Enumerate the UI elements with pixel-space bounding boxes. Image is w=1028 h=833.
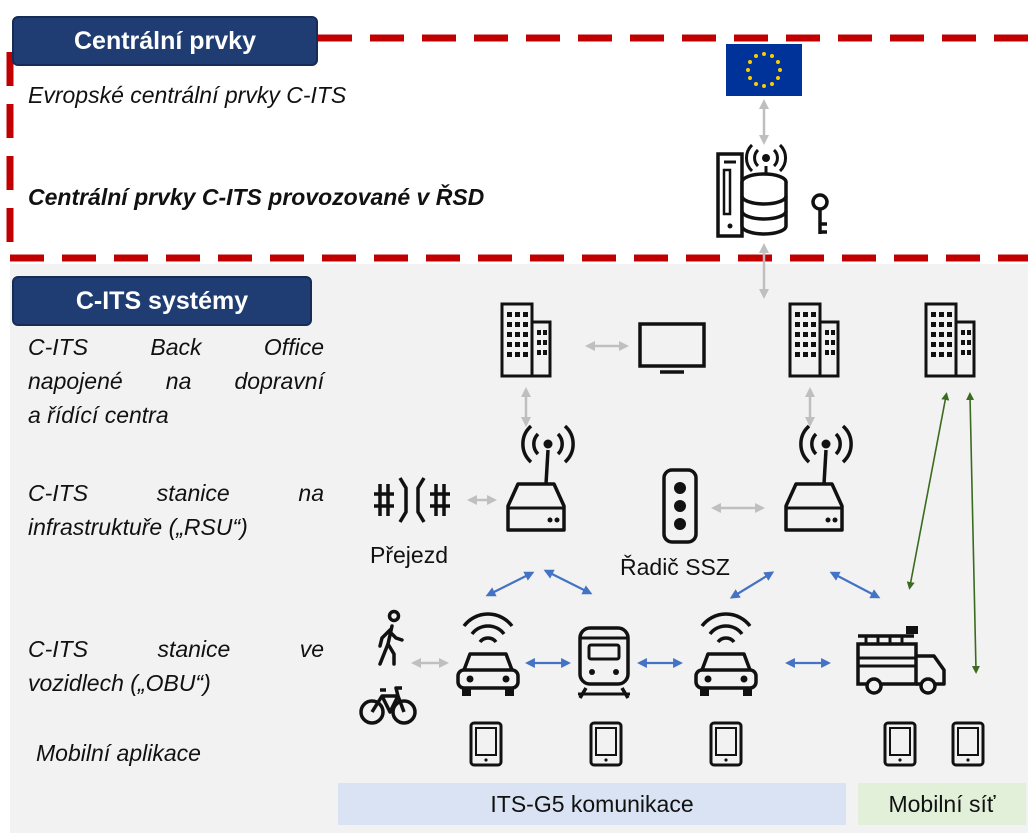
smartphone-icon	[469, 721, 503, 767]
back-office-line: napojené na dopravní	[28, 368, 324, 394]
its-g5-band: ITS-G5 komunikace	[338, 783, 846, 825]
connected-car-icon	[694, 612, 758, 698]
central-boundary	[6, 34, 1028, 262]
its-g5-label: ITS-G5 komunikace	[490, 790, 694, 817]
bicycle-icon	[359, 686, 417, 725]
traffic-light-icon	[662, 468, 698, 544]
rsu-line: infrastruktuře („RSU“)	[28, 514, 248, 540]
systems-zone	[10, 264, 1028, 833]
pedestrian-icon	[378, 609, 404, 666]
rsu-antenna-icon	[506, 424, 575, 532]
smartphone-icon	[589, 721, 623, 767]
railway-crossing-icon	[374, 477, 450, 523]
rsu-desc: C-ITS stanice na infrastruktuře („RSU“)	[28, 476, 324, 544]
mobile-network-label: Mobilní síť	[888, 790, 996, 817]
smartphone-icon	[709, 721, 743, 767]
obu-desc: C-ITS stanice ve vozidlech („OBU“)	[28, 632, 324, 700]
eu-flag-icon	[726, 44, 802, 96]
controller-label: Řadič SSZ	[620, 554, 730, 580]
mobile-network-links	[906, 392, 980, 674]
smartphone-icon	[951, 721, 985, 767]
eu-central-desc: Evropské centrální prvky C-ITS	[28, 82, 347, 108]
train-icon	[578, 626, 630, 699]
its-g5-links	[485, 569, 881, 668]
fire-truck-icon	[856, 626, 946, 695]
cits-systems-tag: C-ITS systémy	[12, 276, 312, 326]
rsu-line: C-ITS stanice na	[28, 480, 324, 506]
rsu-antenna-icon	[784, 424, 853, 532]
mobile-app-desc: Mobilní aplikace	[36, 740, 201, 766]
cits-systems-tag-label: C-ITS systémy	[75, 286, 249, 315]
building-icon	[924, 302, 976, 378]
back-office-line: C-ITS Back Office	[28, 334, 324, 360]
crossing-label: Přejezd	[370, 542, 448, 568]
mobile-network-band: Mobilní síť	[858, 783, 1026, 825]
central-elements-tag-label: Centrální prvky	[73, 26, 256, 55]
key-icon	[811, 193, 829, 234]
building-icon	[500, 302, 552, 378]
rsd-central-desc: Centrální prvky C-ITS provozované v ŘSD	[28, 184, 485, 210]
central-elements-tag: Centrální prvky	[12, 16, 318, 66]
monitor-icon	[638, 322, 706, 374]
obu-line: C-ITS stanice ve	[28, 636, 324, 662]
smartphone-icon	[883, 721, 917, 767]
back-office-line: a řídící centra	[28, 402, 169, 428]
building-icon	[788, 302, 840, 378]
back-office-desc: C-ITS Back Office napojené na dopravní a…	[28, 330, 324, 432]
connected-car-icon	[456, 612, 520, 698]
obu-line: vozidlech („OBU“)	[28, 670, 211, 696]
server-database-icon	[716, 143, 788, 238]
